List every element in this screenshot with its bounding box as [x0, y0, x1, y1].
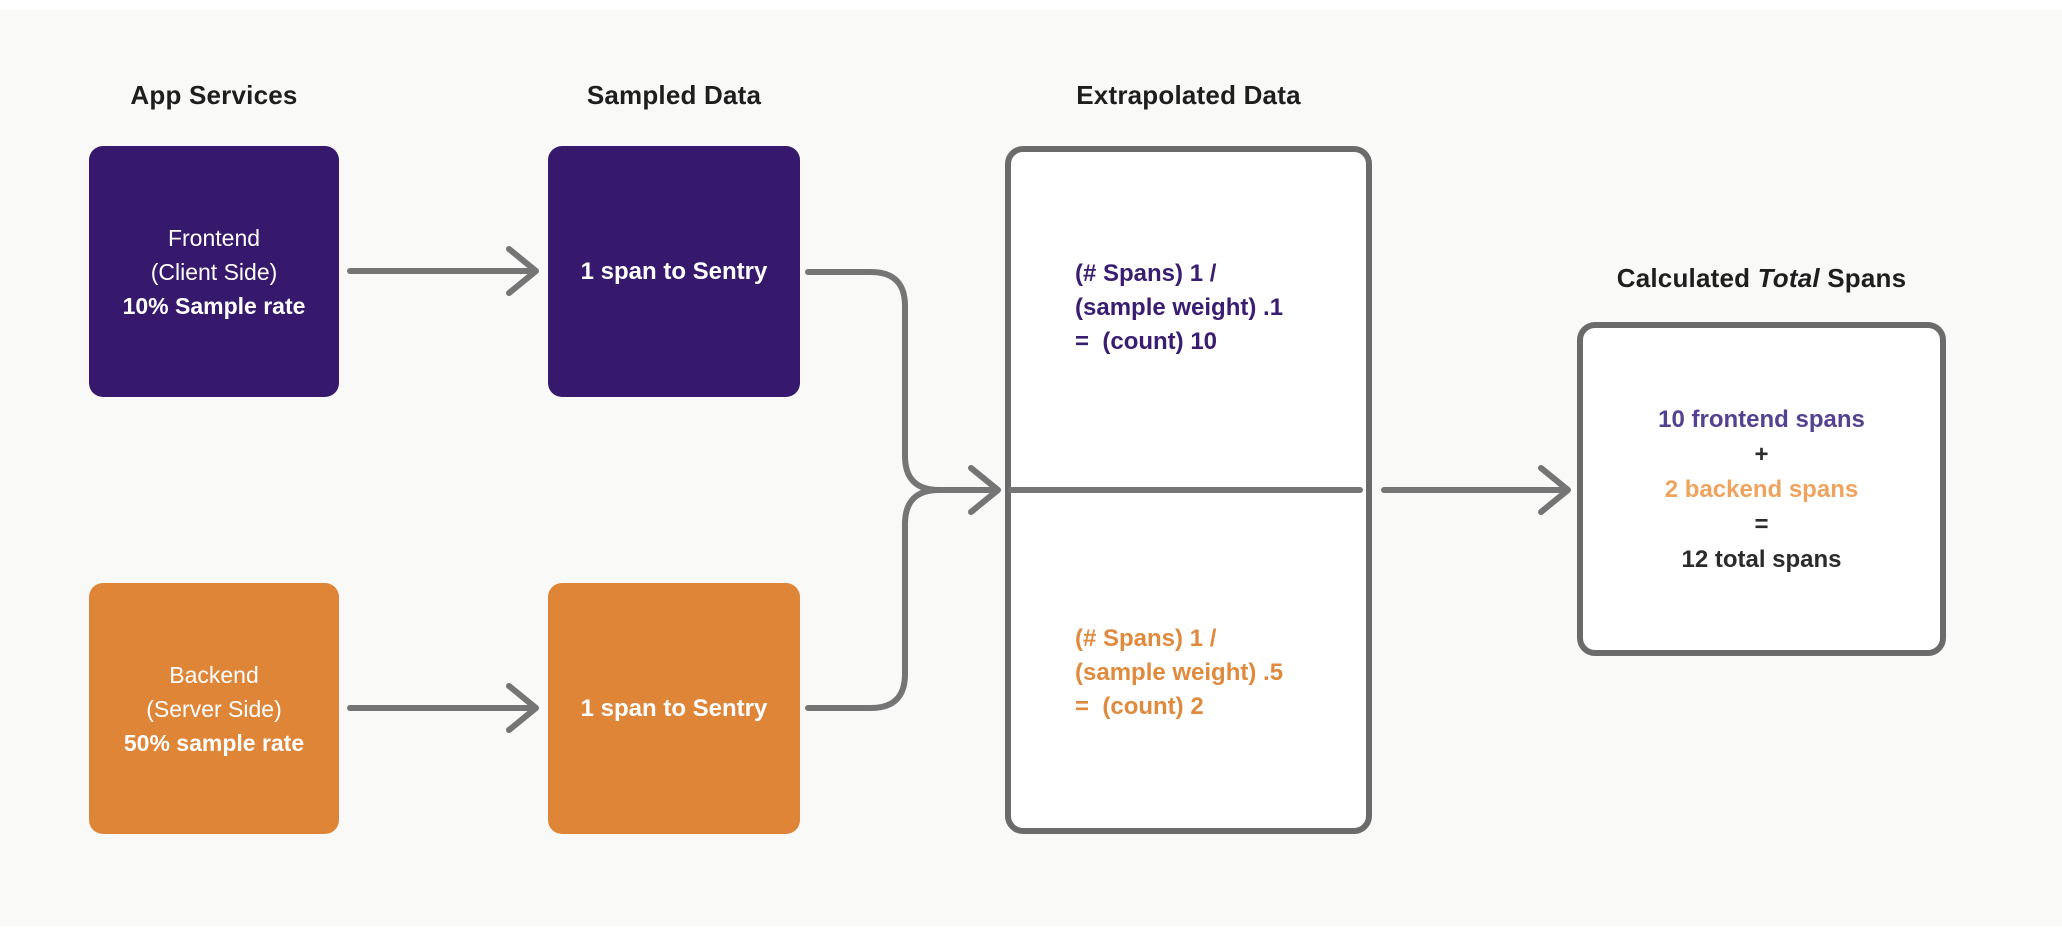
calculated-backend-spans: 2 backend spans: [1664, 475, 1859, 503]
extrapolated-backend-line1: (# Spans) 1 /: [1075, 624, 1217, 652]
column-header-sampled-data: Sampled Data: [586, 80, 762, 110]
frontend-sampled-box: 1 span to Sentry: [548, 146, 800, 397]
extrapolated-frontend-line1: (# Spans) 1 /: [1075, 259, 1217, 287]
top-edge-strip: [0, 0, 2062, 10]
calculated-header-prefix: Calculated: [1616, 263, 1751, 293]
backend-service-box: Backend (Server Side) 50% sample rate: [89, 583, 339, 834]
extrapolated-backend-line2: (sample weight) .5: [1075, 658, 1284, 686]
calculated-total-box: 10 frontend spans + 2 backend spans = 12…: [1577, 322, 1946, 656]
calculated-header-suffix: Spans: [1827, 263, 1907, 293]
arrowhead-extrapolated-to-calculated: [1538, 465, 1571, 515]
frontend-service-line1: Frontend: [167, 224, 261, 251]
arrowhead-frontend-to-sampled: [506, 246, 539, 296]
frontend-service-box: Frontend (Client Side) 10% Sample rate: [89, 146, 339, 397]
column-header-app-services: App Services: [130, 80, 298, 110]
curve-backend-to-merge: [805, 487, 997, 711]
frontend-service-line2: (Client Side): [150, 258, 278, 285]
backend-sampled-box: 1 span to Sentry: [548, 583, 800, 834]
arrowhead-merge-to-extrapolated: [968, 465, 1001, 515]
calculated-header-italic-total: Total: [1757, 263, 1820, 293]
calculated-equals-sign: =: [1754, 510, 1769, 538]
column-header-extrapolated-data: Extrapolated Data: [1076, 80, 1301, 110]
extrapolated-frontend-line3: = (count) 10: [1075, 327, 1218, 355]
extrapolated-backend-section: (# Spans) 1 / (sample weight) .5 = (coun…: [1011, 487, 1366, 828]
column-header-calculated-total-spans: Calculated Total Spans: [1577, 263, 1946, 293]
backend-service-line2: (Server Side): [146, 695, 282, 722]
arrowhead-backend-to-sampled: [506, 683, 539, 733]
frontend-sampled-label: 1 span to Sentry: [580, 257, 768, 285]
extrapolated-frontend-section: (# Spans) 1 / (sample weight) .1 = (coun…: [1011, 152, 1366, 487]
curve-frontend-to-merge: [805, 269, 997, 493]
calculated-total-spans: 12 total spans: [1681, 545, 1842, 573]
backend-sampled-label: 1 span to Sentry: [580, 694, 768, 722]
extrapolated-frontend-line2: (sample weight) .1: [1075, 293, 1284, 321]
bottom-edge-strip: [0, 926, 2062, 932]
calculated-plus-sign: +: [1754, 440, 1769, 468]
calculated-frontend-spans: 10 frontend spans: [1658, 405, 1865, 433]
extrapolated-backend-line3: = (count) 2: [1075, 692, 1204, 720]
frontend-sample-rate: 10% Sample rate: [122, 292, 306, 319]
backend-service-line1: Backend: [169, 661, 259, 688]
extrapolated-data-box: (# Spans) 1 / (sample weight) .1 = (coun…: [1005, 146, 1372, 834]
backend-sample-rate: 50% sample rate: [123, 729, 305, 756]
